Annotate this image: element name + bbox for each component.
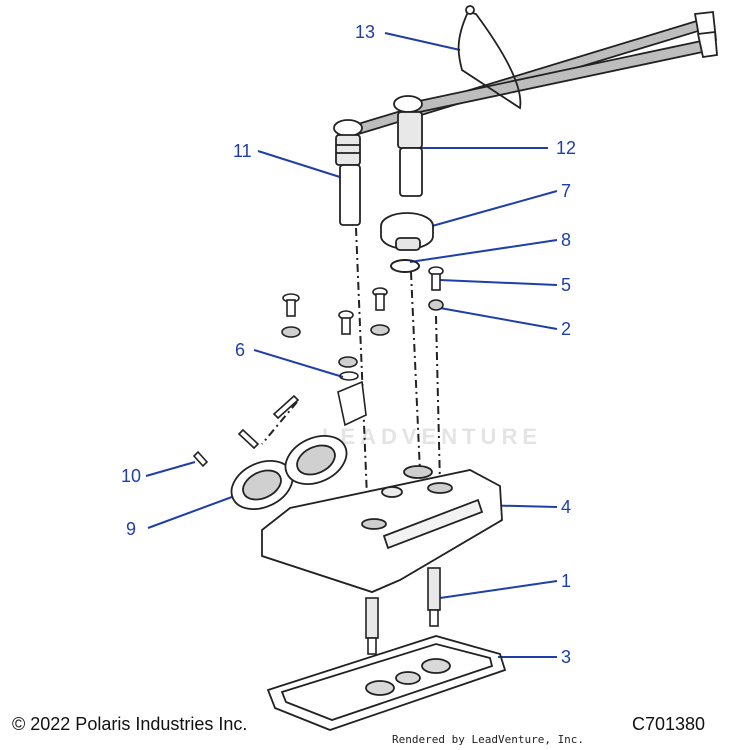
assembly-line-bolt-5: [435, 315, 441, 485]
ignition-boot-left: [333, 119, 363, 226]
leader-11: [257, 150, 344, 179]
callout-13: 13: [355, 22, 376, 42]
valve-cover-gasket: [266, 635, 507, 731]
oil-fill-cap: [380, 212, 434, 251]
valve-cover: [261, 465, 503, 593]
cap-o-ring: [390, 259, 420, 273]
assembly-lines: [261, 227, 441, 523]
leader-13: [384, 32, 461, 51]
callout-5: 5: [561, 275, 572, 295]
leader-2: [439, 307, 558, 330]
leader-10: [145, 461, 196, 477]
spark-plug-wire-harness: [343, 5, 718, 138]
diagram-code: C701380: [632, 714, 706, 734]
render-credit: Rendered by LeadVenture, Inc.: [392, 733, 585, 746]
callout-12: 12: [556, 138, 577, 158]
callout-7: 7: [561, 181, 572, 201]
intake-bolts: [192, 394, 300, 468]
callout-2: 2: [561, 319, 572, 339]
cover-bolts-left: [281, 287, 390, 338]
watermark-text: LEADVENTURE: [322, 424, 543, 449]
leader-1: [439, 580, 558, 599]
copyright-text: © 2022 Polaris Industries Inc.: [12, 714, 248, 734]
sealing-washer: [337, 356, 367, 427]
leader-lines: [145, 32, 558, 658]
callout-10: 10: [121, 466, 142, 486]
callout-9: 9: [126, 519, 137, 539]
ignition-boot-right: [393, 95, 423, 197]
cover-bolt-and-grommet: [428, 266, 444, 311]
intake-boots: [230, 435, 348, 510]
leader-5: [439, 279, 558, 286]
callout-4: 4: [561, 497, 572, 517]
callout-11: 11: [233, 141, 252, 161]
leader-9: [147, 493, 241, 529]
leader-8: [409, 239, 558, 263]
assembly-line-cap-7: [410, 271, 421, 473]
spark-plugs: [365, 567, 441, 655]
callout-3: 3: [561, 647, 572, 667]
assembly-line-boot-11: [355, 227, 369, 523]
callout-8: 8: [561, 230, 572, 250]
callout-6: 6: [235, 340, 246, 360]
callout-1: 1: [561, 571, 572, 591]
leader-6: [253, 349, 344, 378]
leader-7: [424, 190, 558, 229]
